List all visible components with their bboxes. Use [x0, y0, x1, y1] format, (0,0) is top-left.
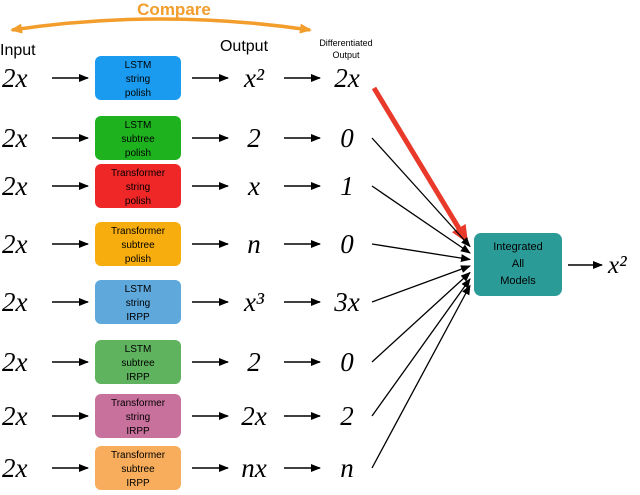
compare-arc: [10, 17, 312, 34]
model-label-line: polish: [125, 196, 151, 207]
differentiated-output: 2: [340, 401, 354, 431]
model-label-line: Transformer: [111, 226, 166, 237]
integration-arrow: [371, 265, 471, 303]
model-box: [95, 340, 181, 384]
input-expression: 2x: [2, 229, 28, 259]
model-label-line: LSTM: [125, 120, 152, 131]
input-expression: 2x: [2, 347, 28, 377]
model-label-line: subtree: [121, 134, 155, 145]
model-label-line: IRPP: [126, 478, 150, 489]
model-label-line: string: [126, 298, 150, 309]
differentiated-output: 0: [340, 347, 354, 377]
model-label-line: IRPP: [126, 312, 150, 323]
input-column-label: Input: [0, 42, 36, 59]
integration-arrow: [371, 137, 471, 248]
final-result: x²: [607, 252, 627, 279]
model-label-line: LSTM: [125, 60, 152, 71]
model-row: 2x LSTM subtree polish 2 0: [2, 116, 471, 248]
integration-arrow: [371, 284, 471, 469]
model-label-line: string: [126, 74, 150, 85]
input-expression: 2x: [2, 63, 28, 93]
model-label-line: LSTM: [125, 284, 152, 295]
integration-arrow: [371, 271, 471, 363]
integrated-label-line1: Integrated: [493, 241, 543, 253]
integrated-label-line2: All: [512, 258, 524, 270]
model-label-line: string: [126, 182, 150, 193]
model-label-line: string: [126, 412, 150, 423]
model-label-line: subtree: [121, 358, 155, 369]
differentiated-output: 0: [340, 229, 354, 259]
model-box: [95, 56, 181, 100]
differentiated-output: 2x: [334, 63, 360, 93]
model-box: [95, 394, 181, 438]
model-label-line: IRPP: [126, 372, 150, 383]
model-label-line: polish: [125, 254, 151, 265]
model-label-line: subtree: [121, 464, 155, 475]
output-column-label: Output: [220, 38, 269, 55]
highlight-arrow: [371, 86, 469, 244]
model-box: [95, 222, 181, 266]
integration-arrow: [371, 243, 471, 263]
model-label-line: polish: [125, 88, 151, 99]
differentiated-output-label-line1: Differentiated: [319, 38, 372, 48]
model-output: 2: [247, 123, 261, 153]
model-box: [95, 164, 181, 208]
model-box: [95, 116, 181, 160]
model-output: 2x: [241, 401, 267, 431]
model-row: 2x Transformer subtree polish n 0: [2, 222, 471, 266]
model-label-line: Transformer: [111, 450, 166, 461]
compare-label: Compare: [137, 0, 211, 19]
model-output: 2: [247, 347, 261, 377]
input-expression: 2x: [2, 171, 28, 201]
model-label-line: Transformer: [111, 168, 166, 179]
input-expression: 2x: [2, 287, 28, 317]
differentiated-output-label-line2: Output: [332, 50, 360, 60]
differentiated-output: 0: [340, 123, 354, 153]
integration-arrow: [371, 278, 471, 417]
model-output: x²: [243, 63, 265, 93]
model-label-line: polish: [125, 148, 151, 159]
input-expression: 2x: [2, 401, 28, 431]
model-label-line: LSTM: [125, 344, 152, 355]
model-label-line: IRPP: [126, 426, 150, 437]
model-box: [95, 280, 181, 324]
integrated-models-box: [474, 233, 562, 296]
model-label-line: Transformer: [111, 398, 166, 409]
integrated-label-line3: Models: [500, 275, 536, 287]
model-output: x: [247, 171, 260, 201]
model-box: [95, 446, 181, 490]
model-label-line: subtree: [121, 240, 155, 251]
integration-arrow: [371, 185, 471, 254]
differentiated-output: n: [340, 453, 354, 483]
input-expression: 2x: [2, 453, 28, 483]
differentiated-output: 1: [340, 171, 354, 201]
model-output: x³: [243, 287, 265, 317]
differentiated-output: 3x: [333, 287, 360, 317]
model-output: nx: [241, 453, 267, 483]
model-output: n: [247, 229, 261, 259]
input-expression: 2x: [2, 123, 28, 153]
